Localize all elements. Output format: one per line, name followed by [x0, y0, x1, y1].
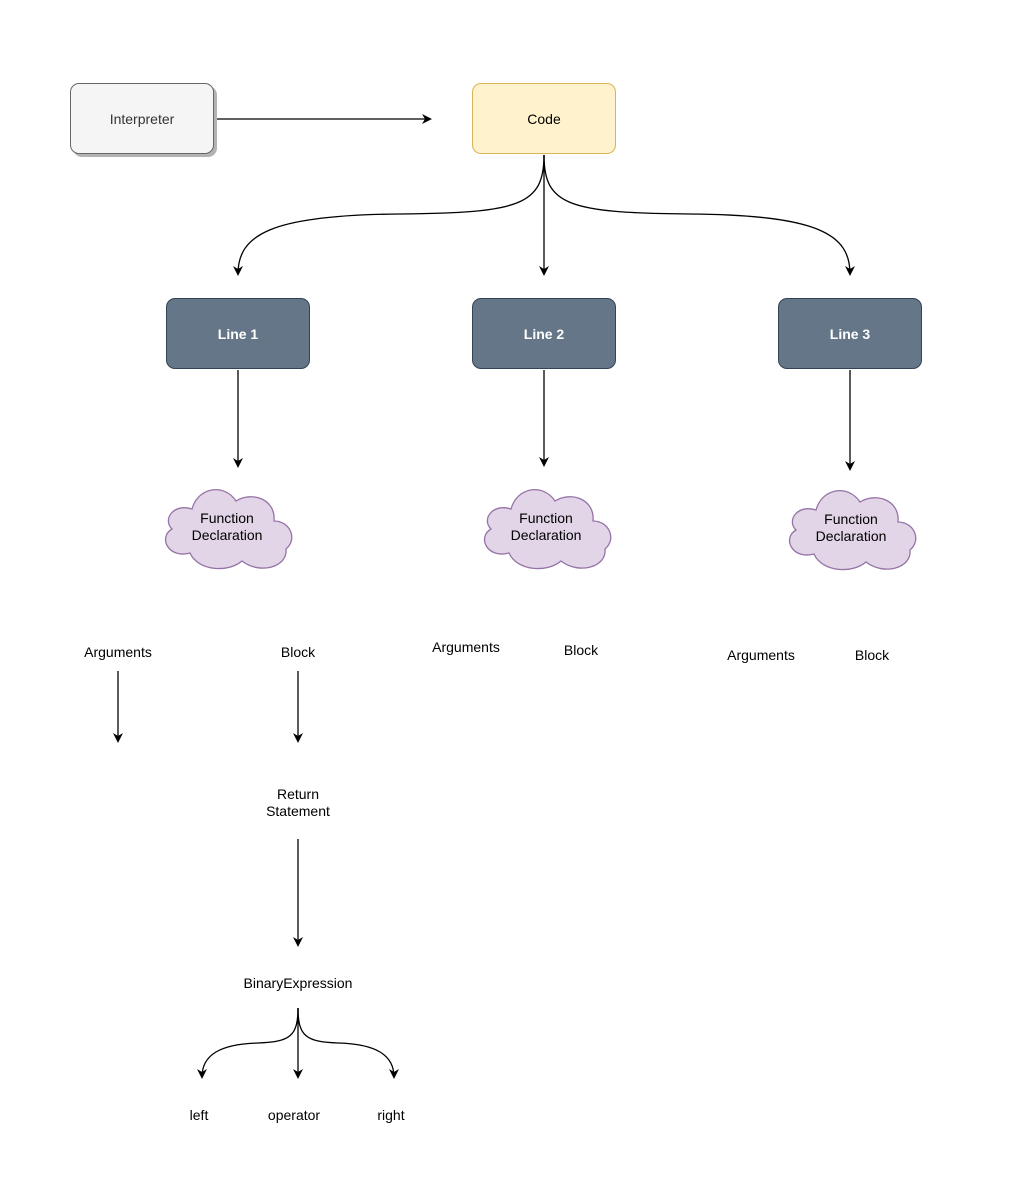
- line-3-node[interactable]: Line 3: [778, 298, 922, 369]
- block-label-1: Block: [280, 644, 316, 660]
- left-label: left: [189, 1107, 209, 1123]
- function-declaration-1-line1: Function: [200, 510, 254, 526]
- edge-binary-left: [197, 1007, 299, 1079]
- right-label: right: [377, 1107, 405, 1123]
- arguments-label-2: Arguments: [432, 639, 500, 655]
- binary-expression-label: BinaryExpression: [243, 975, 353, 991]
- cloud-function-declaration-3: [789, 490, 917, 571]
- edge-code-line3: [543, 154, 855, 276]
- return-statement-line1: Return: [276, 786, 320, 802]
- function-declaration-1-label: Function Declaration: [162, 510, 292, 544]
- function-declaration-3-line1: Function: [824, 511, 878, 527]
- line-3-label: Line 3: [829, 325, 871, 342]
- cloud-function-declaration-1: [165, 489, 293, 570]
- operator-label: operator: [267, 1107, 321, 1123]
- code-node[interactable]: Code: [472, 83, 616, 154]
- edge-code-line1: [233, 154, 545, 276]
- edge-binary-right: [297, 1007, 399, 1079]
- function-declaration-2-line2: Declaration: [510, 527, 582, 543]
- function-declaration-2-label: Function Declaration: [481, 510, 611, 544]
- line-2-label: Line 2: [523, 325, 565, 342]
- interpreter-label: Interpreter: [109, 110, 175, 127]
- line-2-node[interactable]: Line 2: [472, 298, 616, 369]
- function-declaration-3-label: Function Declaration: [786, 511, 916, 545]
- line-1-label: Line 1: [217, 325, 259, 342]
- block-label-2: Block: [563, 642, 599, 658]
- function-declaration-1-line2: Declaration: [191, 527, 263, 543]
- block-label-3: Block: [854, 647, 890, 663]
- code-label: Code: [527, 110, 561, 127]
- cloud-function-declaration-2: [484, 489, 612, 570]
- interpreter-node[interactable]: Interpreter: [70, 83, 214, 154]
- return-statement-line2: Statement: [266, 803, 330, 819]
- arguments-label-3: Arguments: [727, 647, 795, 663]
- arguments-label-1: Arguments: [84, 644, 152, 660]
- function-declaration-3-line2: Declaration: [815, 528, 887, 544]
- line-1-node[interactable]: Line 1: [166, 298, 310, 369]
- return-statement-label: Return Statement: [238, 786, 358, 820]
- function-declaration-2-line1: Function: [519, 510, 573, 526]
